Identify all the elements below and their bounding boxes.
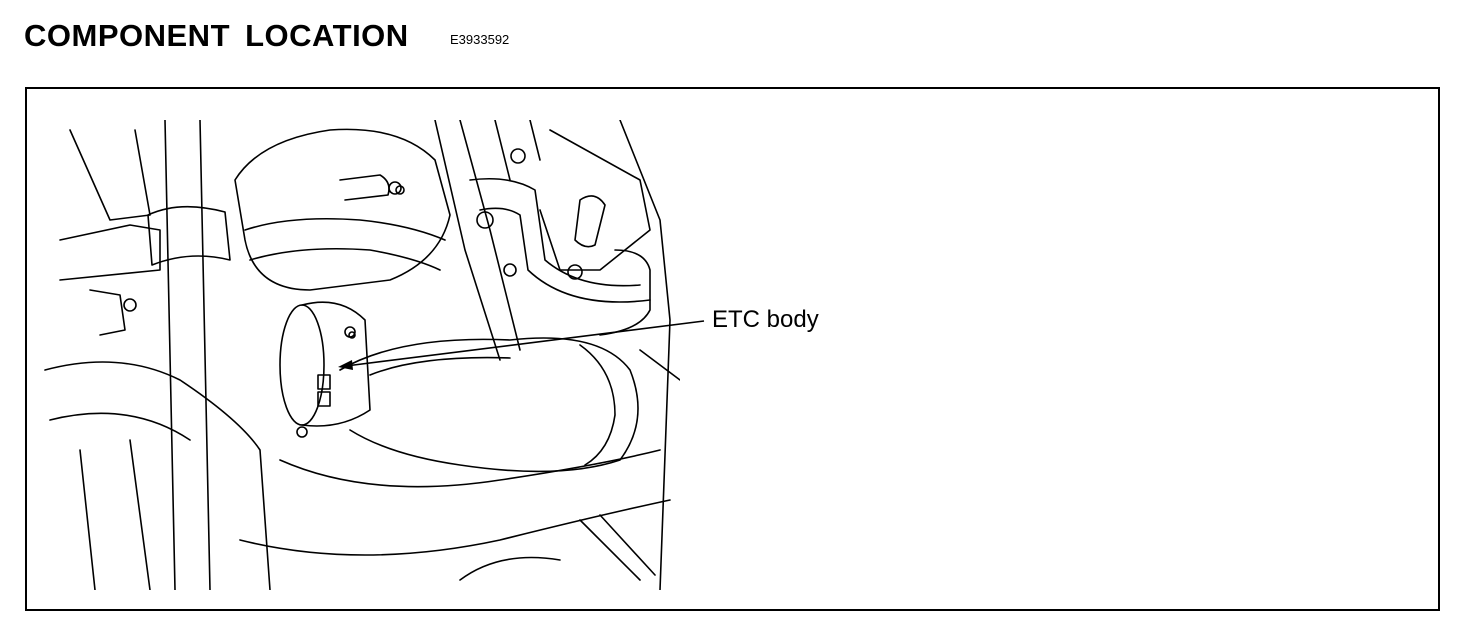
engine-bay-linework	[44, 120, 680, 590]
document-code: E3933592	[450, 32, 510, 47]
page-title: COMPONENT LOCATION	[24, 18, 409, 53]
figure-frame	[25, 87, 1440, 611]
etc-body-label: ETC body	[712, 306, 819, 333]
engine-bay-illustration	[44, 120, 680, 590]
